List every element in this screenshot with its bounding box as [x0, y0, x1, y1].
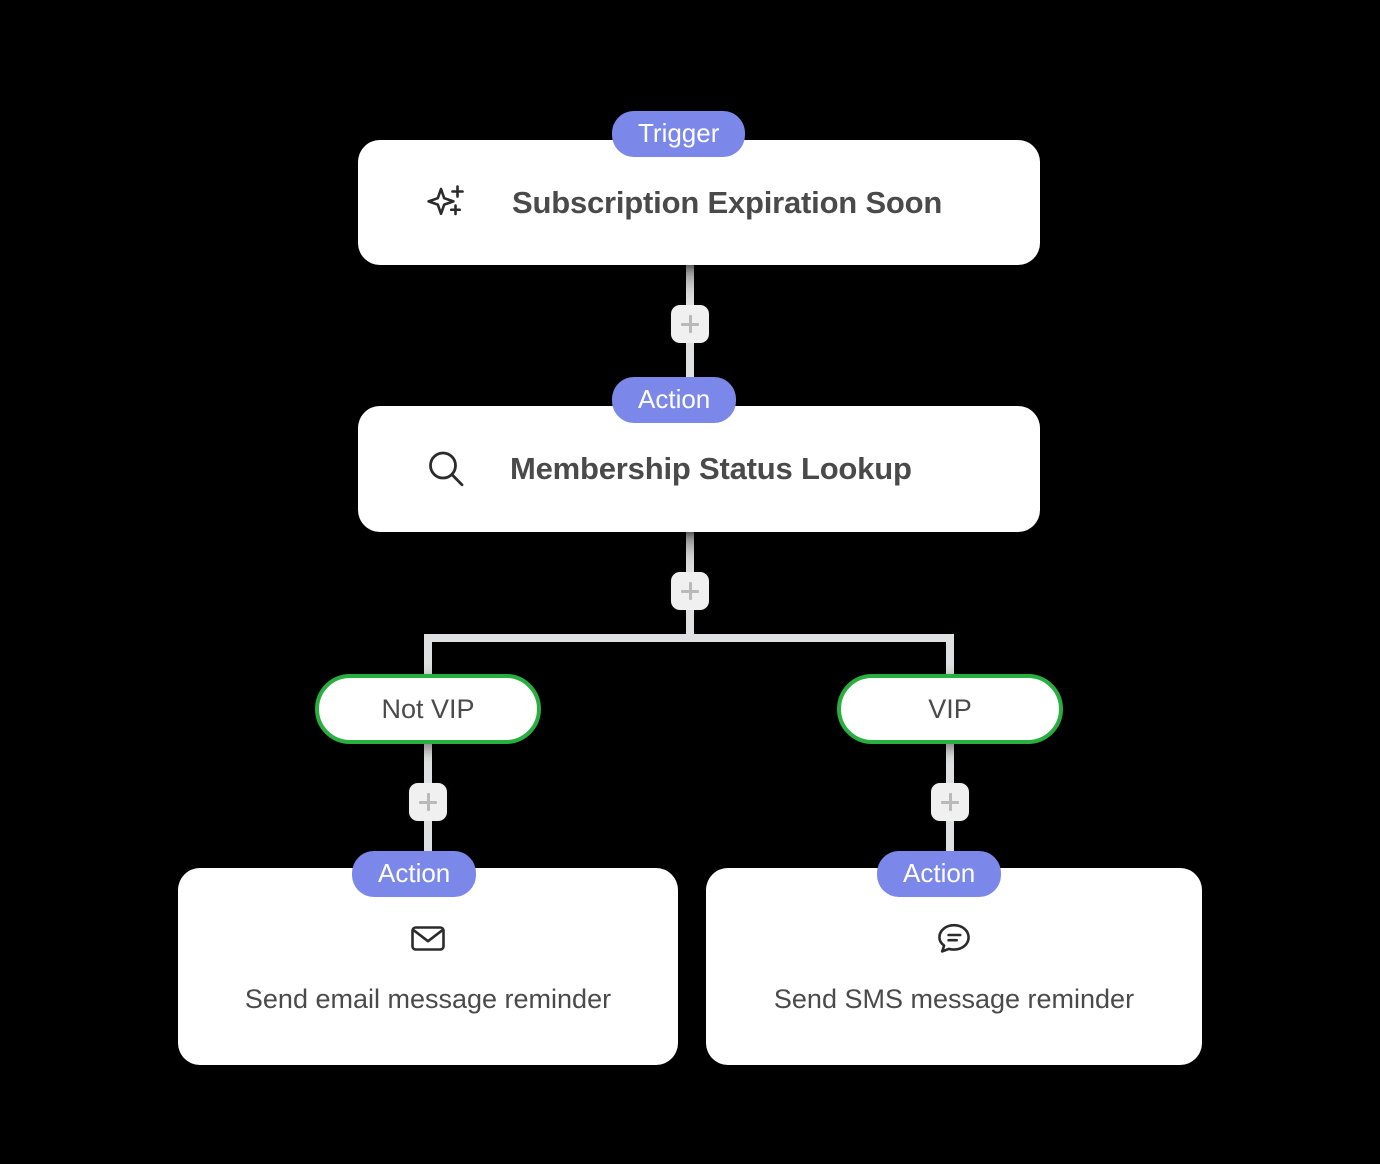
- sparkle-icon: [424, 180, 470, 226]
- trigger-node-title: Subscription Expiration Soon: [512, 184, 943, 220]
- connector-branch-bar-to-not-vip: [424, 634, 432, 682]
- connector-trigger-to-plus1: [686, 250, 694, 324]
- sms-action-label: Send SMS message reminder: [773, 984, 1135, 1014]
- email-action-card[interactable]: Send email message reminder: [178, 868, 678, 1065]
- lookup-node-card[interactable]: Membership Status Lookup: [358, 406, 1040, 532]
- email-action-label: Send email message reminder: [244, 984, 612, 1014]
- branch-pill-not-vip[interactable]: Not VIP: [315, 674, 541, 744]
- sms-action-card[interactable]: Send SMS message reminder: [706, 868, 1202, 1065]
- connector-plus4-to-sms-card: [946, 820, 954, 872]
- plus-icon-vertical: [426, 793, 430, 811]
- lookup-badge[interactable]: Action: [612, 377, 737, 424]
- search-icon: [424, 447, 468, 491]
- plus-icon-vertical: [688, 315, 692, 333]
- branch-pill-vip-label: VIP: [928, 693, 972, 724]
- envelope-icon: [408, 918, 448, 958]
- lookup-node-title: Membership Status Lookup: [510, 451, 912, 486]
- plus-icon-vertical: [688, 582, 692, 600]
- connector-lookup-to-plus2: [686, 520, 694, 582]
- connector-vip-to-plus4: [946, 740, 954, 788]
- trigger-node-content: Subscription Expiration Soon: [358, 140, 1040, 265]
- trigger-node-card[interactable]: Subscription Expiration Soon: [358, 140, 1040, 265]
- add-step-after-vip-button[interactable]: [931, 783, 969, 821]
- chat-bubble-icon: [934, 918, 974, 958]
- sms-action-badge[interactable]: Action: [877, 851, 1002, 898]
- add-step-after-lookup-button[interactable]: [671, 572, 709, 610]
- branch-pill-vip[interactable]: VIP: [837, 674, 1063, 744]
- connector-branch-bar-to-vip: [946, 634, 954, 682]
- plus-icon-vertical: [948, 793, 952, 811]
- trigger-badge[interactable]: Trigger: [612, 111, 746, 158]
- add-step-after-trigger-button[interactable]: [671, 305, 709, 343]
- lookup-node-content: Membership Status Lookup: [358, 406, 1040, 532]
- branch-pill-not-vip-label: Not VIP: [381, 693, 475, 724]
- add-step-after-not-vip-button[interactable]: [409, 783, 447, 821]
- email-action-badge[interactable]: Action: [352, 851, 477, 898]
- connector-branch-bar: [424, 634, 954, 642]
- connector-plus3-to-email-card: [424, 820, 432, 872]
- connector-plus2-to-branchbar: [686, 610, 694, 638]
- connector-not-vip-to-plus3: [424, 740, 432, 788]
